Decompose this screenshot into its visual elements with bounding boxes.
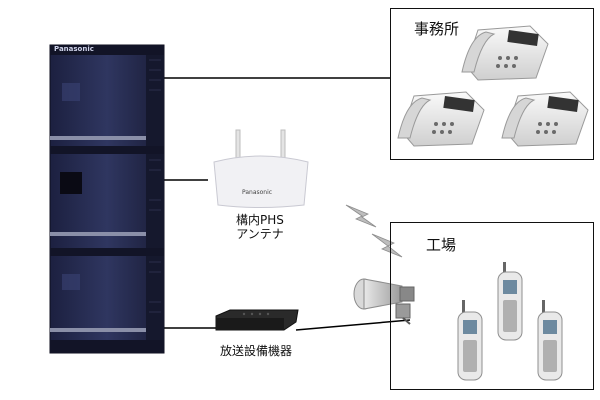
lightning-icon xyxy=(345,204,377,228)
antenna-brand-logo: Panasonic xyxy=(242,189,273,196)
office-title: 事務所 xyxy=(414,20,460,38)
factory-area-box xyxy=(390,222,594,390)
antenna-label-line1: 構内PHS xyxy=(236,213,284,227)
office-phone-2 xyxy=(397,91,485,147)
office-phone-3 xyxy=(501,91,589,147)
lightning-icon xyxy=(371,233,403,258)
office-area-box xyxy=(390,8,594,160)
phs-handset-1 xyxy=(457,300,483,381)
wireless-signal-icons xyxy=(345,204,403,258)
line-broadcast-to-speaker xyxy=(295,319,411,331)
antenna-label-line2: アンテナ xyxy=(236,227,284,241)
pbx-cabinet xyxy=(49,44,165,354)
phs-handset-3 xyxy=(537,300,563,381)
phs-handset-2 xyxy=(497,262,523,341)
pbx-brand-logo: Panasonic xyxy=(54,45,94,53)
broadcast-label: 放送設備機器 xyxy=(220,344,293,358)
horn-speaker-device xyxy=(353,278,415,325)
broadcast-equipment-device xyxy=(215,309,299,331)
office-phone-1 xyxy=(461,25,549,81)
connection-lines xyxy=(162,77,411,331)
phs-antenna-device xyxy=(213,129,309,208)
factory-title: 工場 xyxy=(426,236,457,254)
